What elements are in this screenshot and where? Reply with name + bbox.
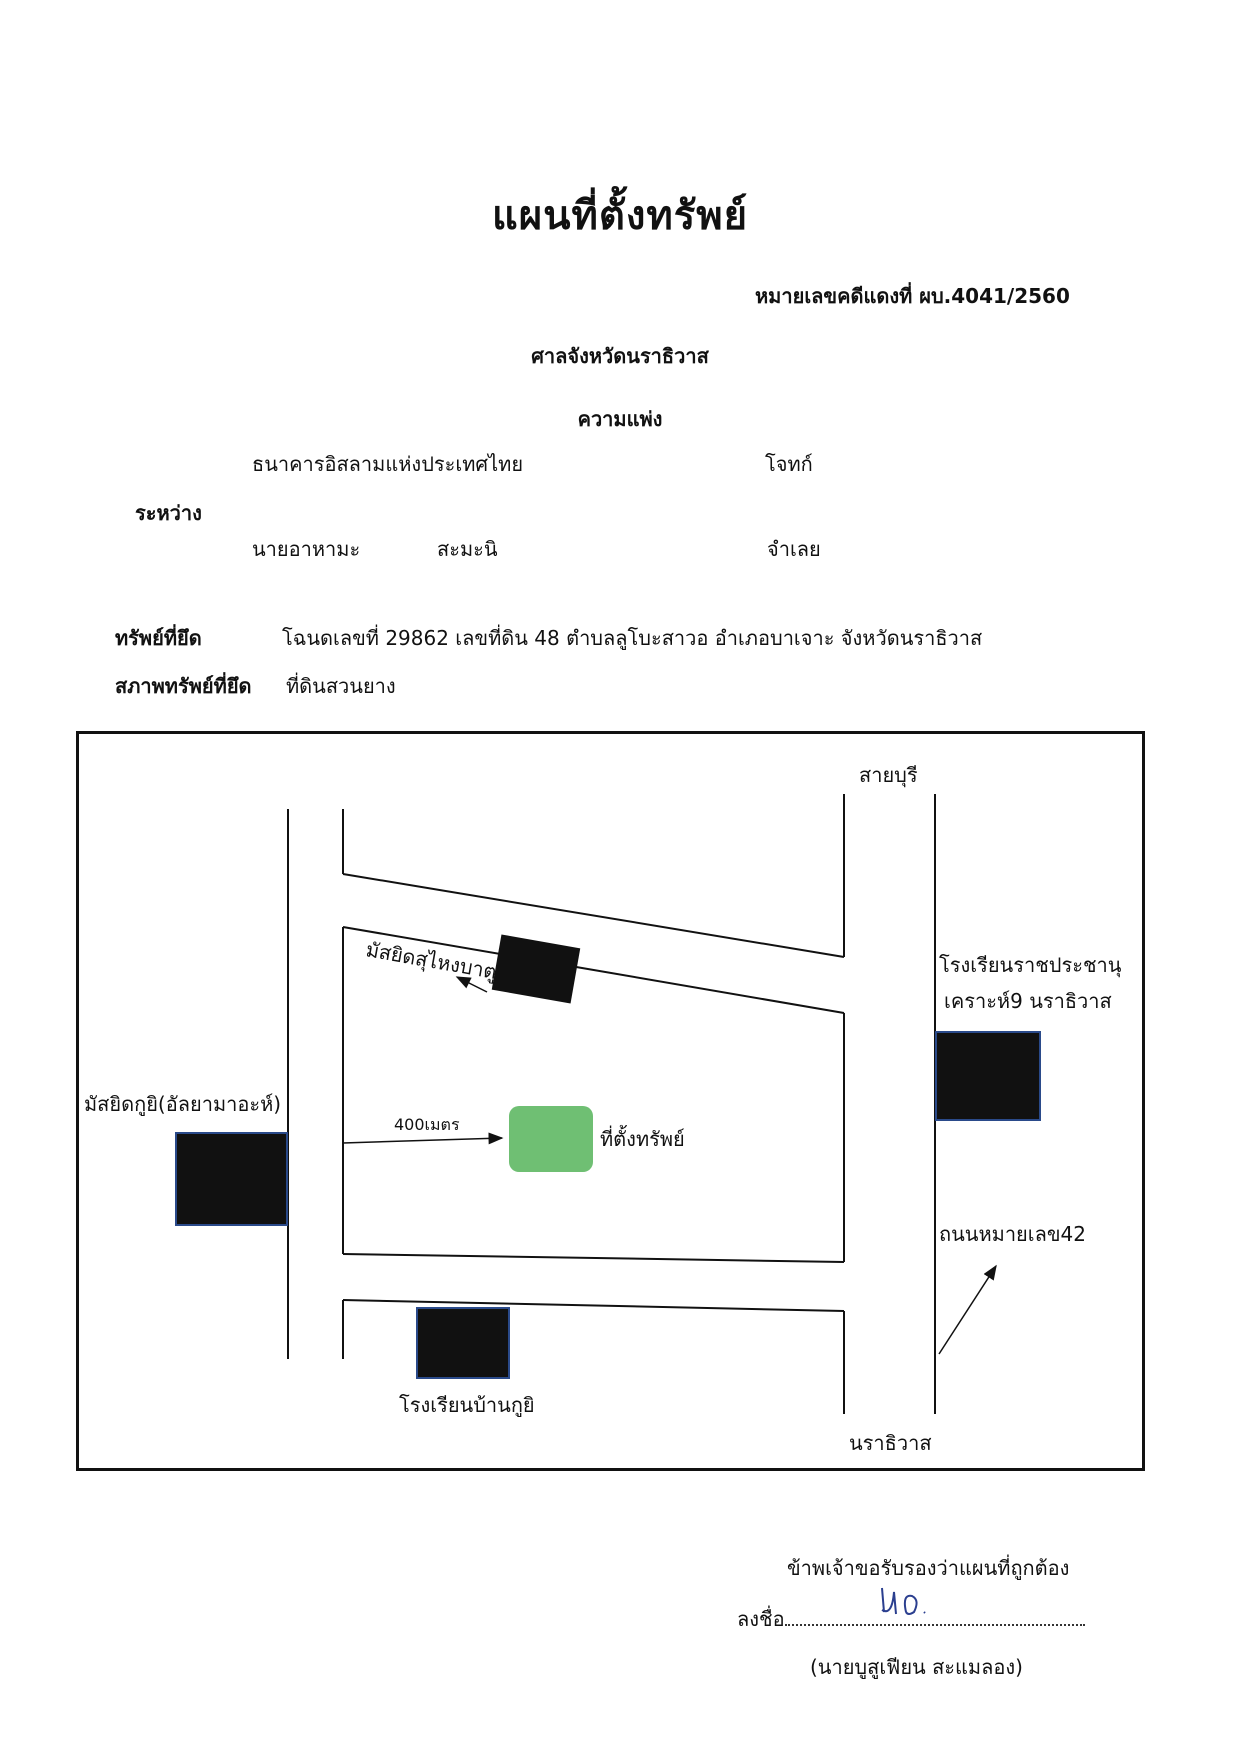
distance-label: 400เมตร — [394, 1115, 460, 1134]
south-destination-label: นราธิวาส — [849, 1431, 932, 1455]
bottom-road-upper — [342, 1253, 845, 1263]
mosque-top-marker — [491, 934, 581, 1004]
north-destination-label: สายบุรี — [859, 763, 918, 788]
map-drawing: สายบุรี นราธิวาส มัสยิดสุไหงบาตู โรงเรีย… — [84, 763, 1122, 1455]
defendant-role: จำเลย — [767, 537, 821, 561]
certification-statement: ข้าพเจ้าขอรับรองว่าแผนที่ถูกต้อง — [787, 1556, 1070, 1580]
handwritten-signature — [881, 1587, 926, 1615]
mosque-left-marker — [175, 1132, 288, 1226]
court-name: ศาลจังหวัดนราธิวาส — [531, 344, 709, 368]
road-42-arrow — [938, 1264, 997, 1355]
school-bottom-marker — [416, 1307, 510, 1379]
page-title: แผนที่ตั้งทรัพย์ — [491, 193, 749, 239]
top-road-lower — [342, 926, 845, 1014]
case-type: ความแพ่ง — [577, 407, 663, 431]
mosque-top-label: มัสยิดสุไหงบาตู — [364, 937, 499, 985]
location-map: สายบุรี นราธิวาส มัสยิดสุไหงบาตู โรงเรีย… — [76, 731, 1145, 1471]
plaintiff-role: โจทก์ — [765, 452, 813, 476]
property-condition-value: ที่ดินสวนยาง — [286, 674, 396, 698]
signer-name: (นายบูสูเฟียน สะแมลอง) — [810, 1655, 1023, 1679]
school-right-marker — [935, 1031, 1041, 1121]
property-marker — [509, 1106, 593, 1172]
mosque-left-label: มัสยิดกูยิ(อัลยามาอะห์) — [84, 1092, 281, 1117]
property-condition-label: สภาพทรัพย์ที่ยึด — [115, 674, 252, 698]
mosque-top-arrow — [455, 976, 488, 993]
school-right-label-line1: โรงเรียนราชประชานุ — [939, 953, 1122, 978]
bottom-road-lower — [342, 1299, 845, 1312]
between-label: ระหว่าง — [135, 501, 202, 525]
defendant-first-name: นายอาหามะ — [252, 537, 361, 561]
seized-property-label: ทรัพย์ที่ยึด — [115, 626, 202, 650]
signature-dots — [784, 1604, 1085, 1626]
signature-line: ลงชื่อ — [737, 1603, 1085, 1635]
plaintiff-name: ธนาคารอิสลามแห่งประเทศไทย — [252, 452, 524, 476]
sign-label: ลงชื่อ — [737, 1607, 785, 1631]
case-number: หมายเลขคดีแดงที่ ผบ.4041/2560 — [755, 284, 1070, 308]
property-location-label: ที่ตั้งทรัพย์ — [600, 1125, 685, 1151]
school-bottom-label: โรงเรียนบ้านกูยิ — [399, 1393, 535, 1418]
top-road-upper — [342, 873, 845, 958]
distance-arrow — [342, 1132, 504, 1145]
defendant-last-name: สะมะนิ — [437, 537, 498, 561]
seized-property-value: โฉนดเลขที่ 29862 เลขที่ดิน 48 ตำบลลูโบะส… — [282, 626, 983, 650]
school-right-label-line2: เคราะห์9 นราธิวาส — [944, 989, 1112, 1013]
road-42-label: ถนนหมายเลข42 — [939, 1222, 1086, 1246]
